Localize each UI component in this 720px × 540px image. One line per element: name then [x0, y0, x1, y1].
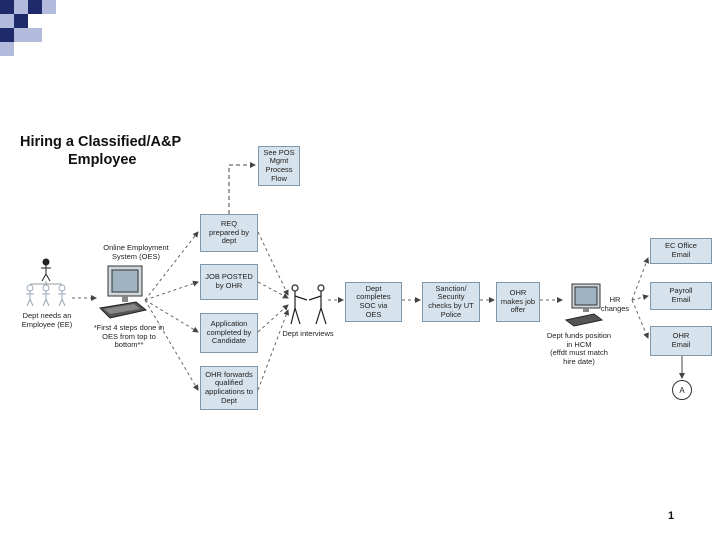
diagram-title: Hiring a Classified/A&P Employee — [20, 133, 220, 169]
page-number: 1 — [668, 510, 675, 522]
off-page-connector-a: A — [672, 380, 692, 400]
handshake-icon — [290, 284, 327, 325]
title-line-1: Hiring a Classified/A&P — [20, 134, 182, 150]
title-line-2: Employee — [68, 152, 137, 168]
people-group-icon — [26, 258, 66, 307]
label-dept-interviews: Dept interviews — [282, 329, 334, 338]
computer-icon-hcm — [564, 283, 604, 327]
computer-icon — [98, 265, 148, 319]
